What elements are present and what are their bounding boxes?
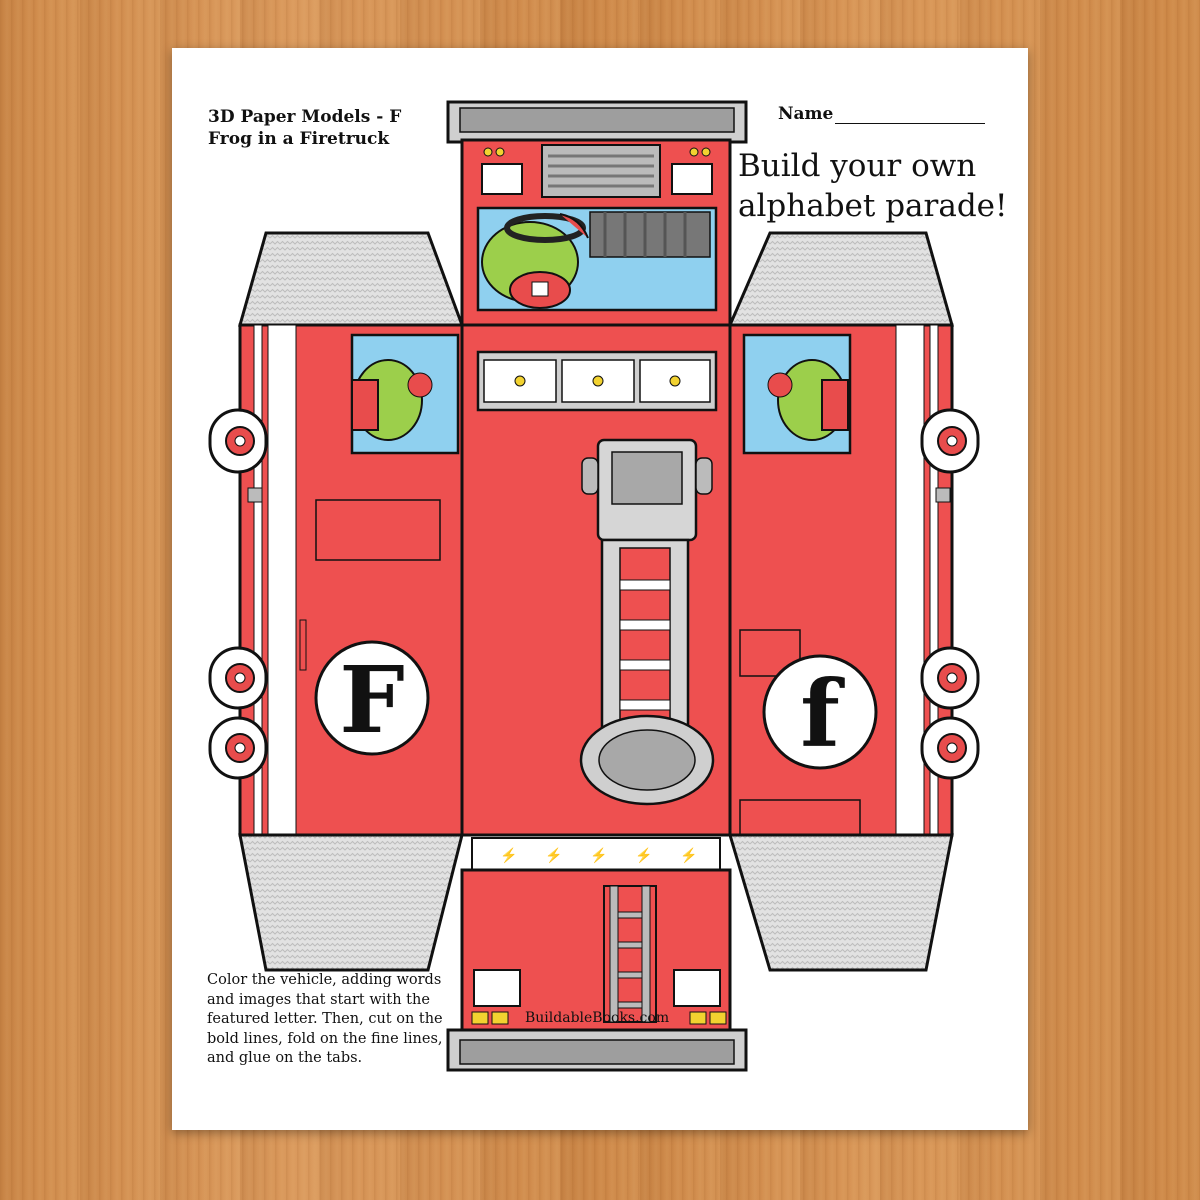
- svg-text:⚡: ⚡: [590, 847, 607, 864]
- left-top-glue-tab: [238, 231, 465, 327]
- right-top-glue-tab: [727, 231, 954, 327]
- website-label: BuildableBooks.com: [525, 1010, 670, 1026]
- left-side-panel: F: [238, 231, 465, 972]
- svg-text:⚡: ⚡: [545, 847, 562, 864]
- series-label: 3D Paper Models - F: [208, 107, 402, 127]
- instructions-text: Color the vehicle, adding words and imag…: [207, 972, 443, 1066]
- top-bumper-tab: [446, 100, 748, 144]
- rear-light-right: [673, 969, 721, 1007]
- cab-front-panel: [460, 138, 732, 327]
- right-side-panel: f: [727, 231, 954, 972]
- headlight-right: [671, 163, 713, 195]
- right-bottom-glue-tab: [727, 833, 954, 972]
- name-blank-line: [835, 105, 986, 124]
- left-wheels: [208, 408, 268, 780]
- left-letter: F: [339, 646, 404, 754]
- headlight-left: [481, 163, 523, 195]
- svg-text:⚡: ⚡: [500, 847, 517, 864]
- right-letter: f: [800, 660, 845, 768]
- truck-rear-panel: [460, 868, 732, 1032]
- svg-text:⚡: ⚡: [680, 847, 697, 864]
- truck-roof-panel: ⚡ ⚡ ⚡ ⚡ ⚡: [460, 323, 732, 871]
- tagline-line-2: alphabet parade!: [738, 188, 1008, 224]
- header-title: 3D Paper Models - F Frog in a Firetruck: [208, 106, 401, 150]
- frog-driver-front: [481, 213, 589, 309]
- model-subtitle: Frog in a Firetruck: [208, 129, 390, 149]
- right-wheels: [920, 408, 980, 780]
- bottom-bumper-tab: [446, 1028, 748, 1072]
- svg-text:⚡: ⚡: [635, 847, 652, 864]
- rear-light-strip: [471, 837, 721, 871]
- right-compartment-door: [739, 629, 801, 677]
- name-label: Name: [778, 104, 834, 124]
- left-bottom-glue-tab: [238, 833, 464, 972]
- tagline-line-1: Build your own: [738, 148, 977, 184]
- tagline: Build your own alphabet parade!: [738, 146, 1018, 226]
- left-letter-badge: [314, 640, 430, 756]
- name-field: Name: [778, 104, 986, 124]
- right-letter-badge: [762, 654, 878, 770]
- rear-light-left: [473, 969, 521, 1007]
- left-compartment-door: [315, 499, 441, 561]
